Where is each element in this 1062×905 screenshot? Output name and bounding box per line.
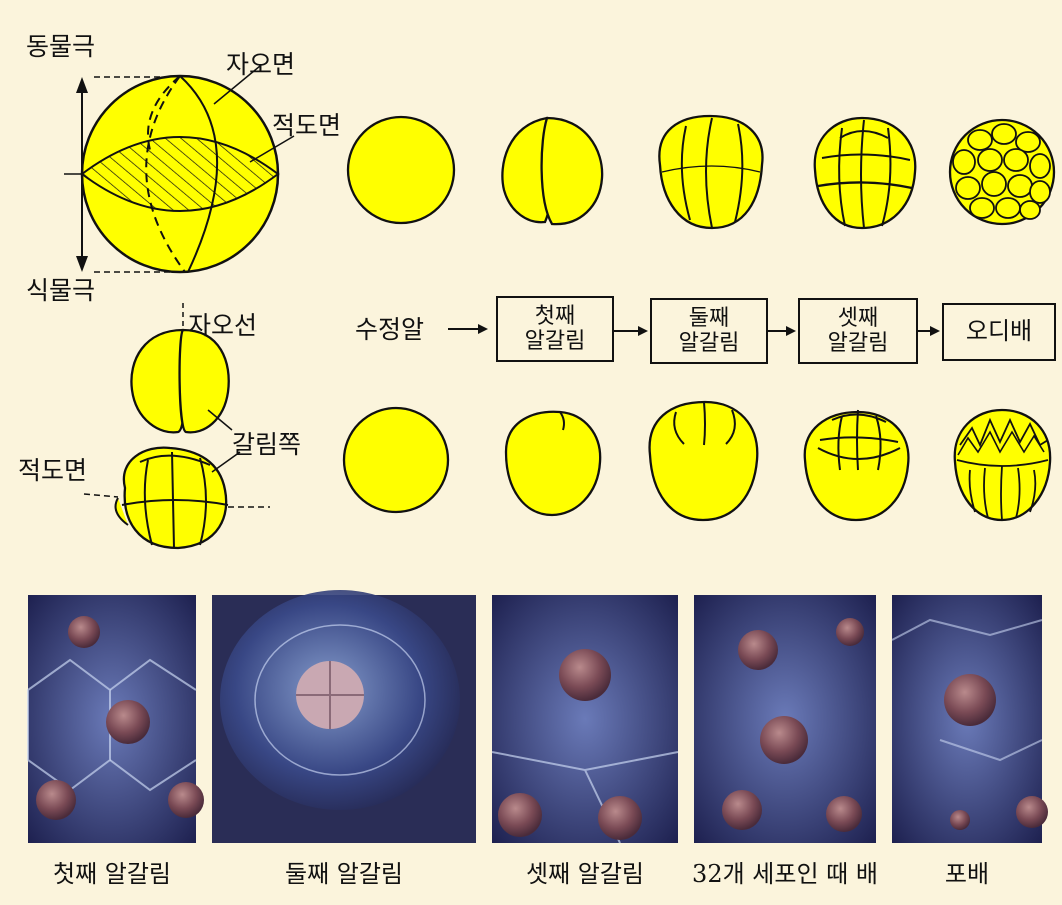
photo-4 — [694, 595, 876, 843]
flow-start: 수정알 — [355, 317, 424, 342]
bottom-four-cell — [650, 402, 758, 520]
top-two-cell — [502, 118, 602, 224]
label-blastomere: 갈림쪽 — [232, 432, 301, 457]
top-row-embryos — [348, 116, 1054, 228]
photo-5 — [892, 595, 1048, 843]
caption-32-cell: 32개 세포인 때 배 — [680, 862, 890, 886]
caption-second-cleavage: 둘째 알갈림 — [212, 862, 476, 886]
label-meridian-plane: 자오면 — [226, 52, 295, 77]
bottom-eight-cell — [805, 410, 909, 520]
top-four-cell — [659, 116, 762, 228]
caption-first-cleavage: 첫째 알갈림 — [28, 862, 196, 886]
bottom-two-cell — [506, 412, 600, 515]
photo-1 — [28, 595, 204, 843]
label-equatorial-plane-2: 적도면 — [18, 458, 87, 483]
bottom-morula — [955, 410, 1050, 520]
flow-step-3: 셋째 알갈림 — [798, 298, 918, 364]
bottom-zygote — [344, 408, 448, 512]
flow-step-2-line2: 알갈림 — [679, 331, 740, 356]
bottom-row-embryos — [344, 402, 1050, 520]
flow-step-2-line1: 둘째 — [689, 306, 729, 331]
eight-cell-side — [84, 448, 270, 548]
flow-step-1-line1: 첫째 — [535, 304, 575, 329]
photo-2 — [212, 590, 476, 843]
label-animal-pole: 동물극 — [26, 34, 95, 59]
flow-step-2: 둘째 알갈림 — [650, 298, 768, 364]
caption-third-cleavage: 셋째 알갈림 — [492, 862, 678, 886]
sphere-diagram — [64, 66, 294, 272]
flow-step-1-line2: 알갈림 — [525, 329, 586, 354]
photo-3 — [492, 595, 678, 843]
flow-end: 오디배 — [942, 303, 1056, 361]
flow-step-3-line2: 알갈림 — [828, 331, 889, 356]
label-equatorial-plane: 적도면 — [272, 113, 341, 138]
label-meridian-line: 자오선 — [188, 313, 257, 338]
flow-step-3-line1: 셋째 — [838, 306, 878, 331]
top-eight-cell — [815, 118, 916, 228]
flow-end-label: 오디배 — [966, 318, 1032, 346]
top-zygote — [348, 117, 454, 223]
caption-blastula: 포배 — [892, 862, 1042, 886]
top-morula — [950, 120, 1054, 224]
flow-step-1: 첫째 알갈림 — [496, 296, 614, 362]
label-vegetal-pole: 식물극 — [26, 278, 95, 303]
